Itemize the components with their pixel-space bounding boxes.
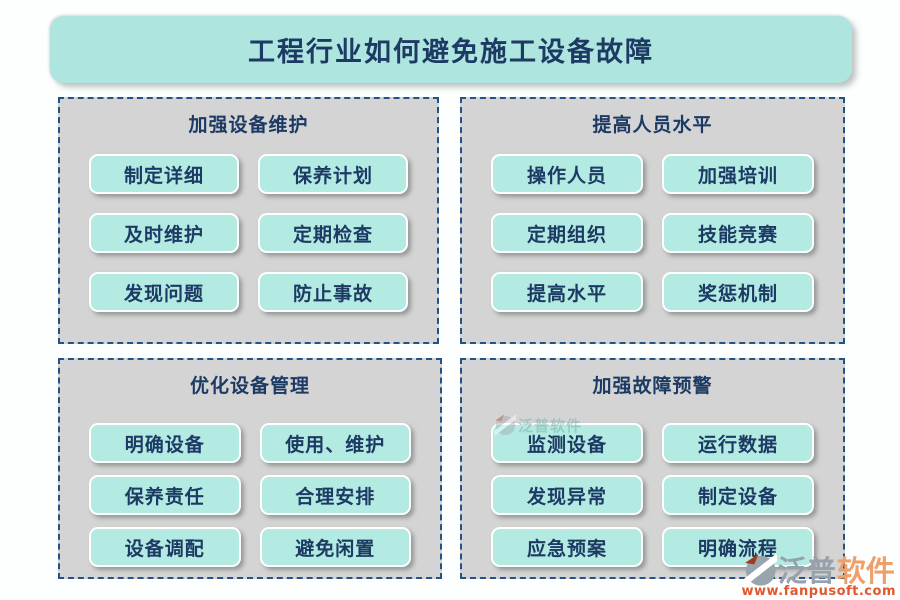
panel-personnel-level: 提高人员水平 操作人员 加强培训 定期组织 技能竞赛 提高水平 奖惩机制: [460, 97, 845, 344]
keyword-grid: 监测设备 运行数据 发现异常 制定设备 应急预案 明确流程: [462, 423, 843, 567]
keyword-button[interactable]: 技能竞赛: [662, 213, 814, 253]
keyword-button[interactable]: 防止事故: [258, 272, 408, 312]
keyword-button[interactable]: 应急预案: [491, 527, 643, 567]
panel-title: 加强设备维护: [188, 114, 309, 136]
panel-title: 优化设备管理: [189, 375, 310, 397]
panel-equipment-management: 优化设备管理 明确设备 使用、维护 保养责任 合理安排 设备调配 避免闲置: [58, 358, 442, 579]
keyword-button[interactable]: 明确设备: [89, 423, 241, 463]
keyword-button[interactable]: 保养计划: [258, 154, 408, 194]
keyword-button[interactable]: 制定详细: [89, 154, 239, 194]
page-title: 工程行业如何避免施工设备故障: [248, 37, 654, 68]
panel-equipment-maintenance: 加强设备维护 制定详细 保养计划 及时维护 定期检查 发现问题 防止事故: [58, 97, 439, 344]
keyword-grid: 制定详细 保养计划 及时维护 定期检查 发现问题 防止事故: [60, 154, 437, 312]
keyword-button[interactable]: 定期检查: [258, 213, 408, 253]
page-title-banner: 工程行业如何避免施工设备故障: [50, 16, 852, 83]
brand-name-gray: 泛普: [777, 553, 836, 588]
keyword-button[interactable]: 合理安排: [259, 475, 411, 515]
brand-url: www.fanpusoft.com: [741, 584, 896, 599]
keyword-grid: 操作人员 加强培训 定期组织 技能竞赛 提高水平 奖惩机制: [462, 154, 843, 312]
keyword-button[interactable]: 监测设备: [491, 423, 643, 463]
keyword-button[interactable]: 操作人员: [491, 154, 643, 194]
brand-watermark: 泛普 软件 www.fanpusoft.com: [740, 553, 896, 599]
keyword-button[interactable]: 制定设备: [662, 475, 814, 515]
keyword-button[interactable]: 定期组织: [491, 213, 643, 253]
keyword-button[interactable]: 发现异常: [491, 475, 643, 515]
keyword-button[interactable]: 奖惩机制: [662, 272, 814, 312]
brand-name-orange: 软件: [836, 553, 895, 588]
keyword-grid: 明确设备 使用、维护 保养责任 合理安排 设备调配 避免闲置: [60, 423, 440, 567]
keyword-button[interactable]: 明确流程: [662, 527, 814, 567]
keyword-button[interactable]: 及时维护: [89, 213, 239, 253]
keyword-button[interactable]: 设备调配: [89, 527, 241, 567]
panel-title: 加强故障预警: [592, 375, 713, 397]
panel-fault-warning: 加强故障预警 监测设备 运行数据 发现异常 制定设备 应急预案 明确流程: [460, 358, 845, 579]
keyword-button[interactable]: 保养责任: [89, 475, 241, 515]
keyword-button[interactable]: 避免闲置: [259, 527, 411, 567]
fanpu-logo-icon: [740, 553, 780, 587]
keyword-button[interactable]: 发现问题: [89, 272, 239, 312]
keyword-button[interactable]: 加强培训: [662, 154, 814, 194]
panel-title: 提高人员水平: [592, 114, 713, 136]
keyword-button[interactable]: 提高水平: [491, 272, 643, 312]
keyword-button[interactable]: 使用、维护: [259, 423, 411, 463]
brand-row: 泛普 软件: [740, 553, 895, 588]
keyword-button[interactable]: 运行数据: [662, 423, 814, 463]
